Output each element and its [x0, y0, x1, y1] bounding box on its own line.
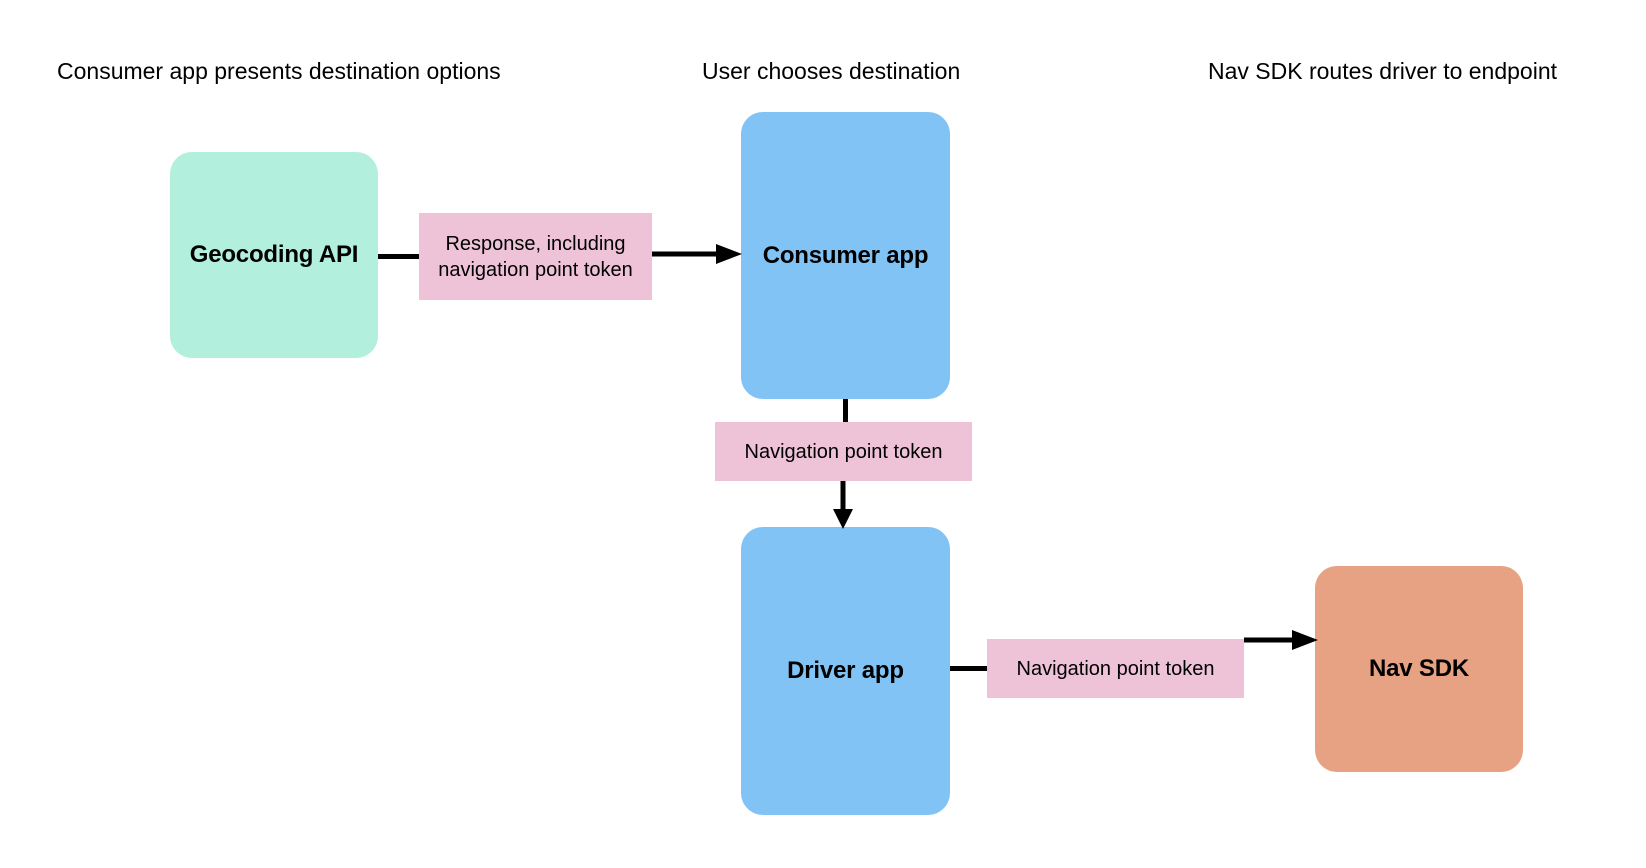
arrow-right-to-consumer-app [652, 240, 744, 268]
node-nav-sdk: Nav SDK [1315, 566, 1523, 772]
node-consumer-app: Consumer app [741, 112, 950, 399]
edge-label-response-text: Response, including navigation point tok… [438, 232, 633, 281]
edge-label-navigation-point-token-consumer-driver: Navigation point token [715, 422, 972, 481]
edge-label-navigation-point-token-text-1: Navigation point token [744, 440, 943, 463]
arrow-right-to-nav-sdk [1244, 626, 1320, 654]
edge-label-response-including-navigation-point-token: Response, including navigation point tok… [419, 213, 652, 300]
node-consumer-app-label: Consumer app [762, 241, 929, 269]
connector-driver-to-label [950, 666, 988, 671]
connector-consumer-to-label [843, 399, 848, 423]
arrow-down-to-driver-app [831, 481, 859, 531]
connector-geocoding-to-label [378, 254, 420, 259]
column-header-consumer: Consumer app presents destination option… [57, 58, 501, 84]
column-header-user: User chooses destination [702, 58, 961, 84]
node-driver-app-label: Driver app [787, 657, 904, 684]
node-nav-sdk-label: Nav SDK [1369, 655, 1469, 682]
column-header-nav-sdk: Nav SDK routes driver to endpoint [1208, 58, 1558, 84]
node-geocoding-api: Geocoding API [170, 152, 378, 358]
node-geocoding-api-label: Geocoding API [189, 241, 359, 268]
node-driver-app: Driver app [741, 527, 950, 815]
edge-label-navigation-point-token-driver-navsdk: Navigation point token [987, 639, 1244, 698]
edge-label-navigation-point-token-text-2: Navigation point token [1016, 657, 1215, 680]
